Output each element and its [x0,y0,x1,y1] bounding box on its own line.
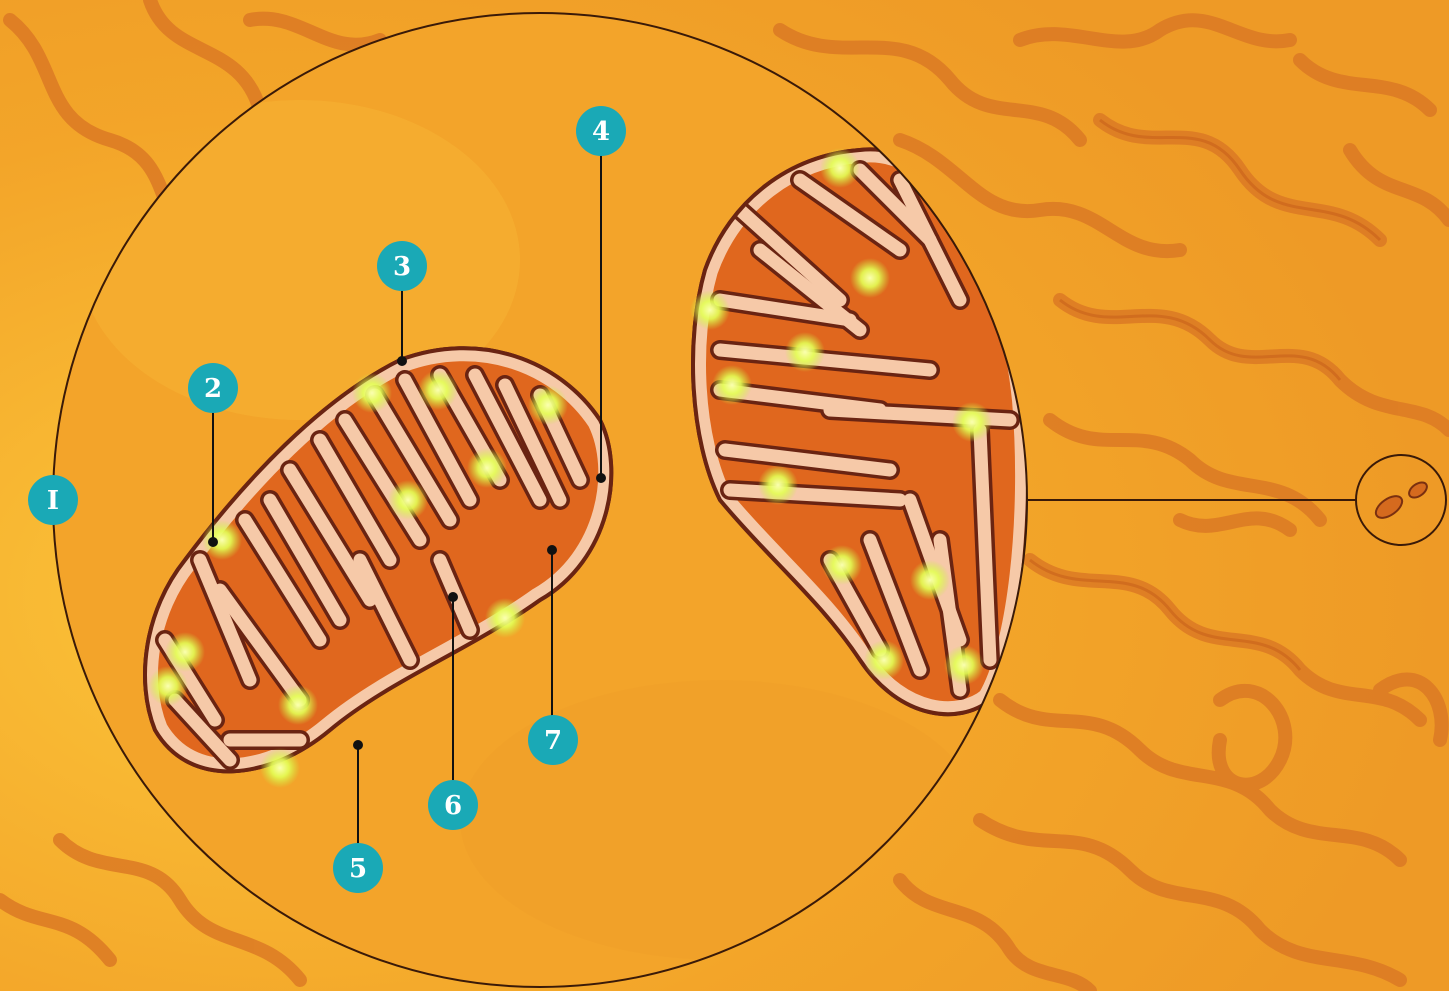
svg-text:5: 5 [349,854,367,884]
marker-5: 5 [333,843,383,893]
svg-text:4: 4 [592,117,610,147]
svg-text:I: I [47,486,59,516]
svg-text:6: 6 [444,791,462,821]
marker-6: 6 [428,780,478,830]
marker-4: 4 [576,106,626,156]
marker-3: 3 [377,241,427,291]
svg-text:2: 2 [204,374,222,404]
marker-2: 2 [188,363,238,413]
marker-7: 7 [528,715,578,765]
marker-1: I [28,475,78,525]
svg-text:7: 7 [544,726,562,756]
svg-text:3: 3 [393,252,411,282]
